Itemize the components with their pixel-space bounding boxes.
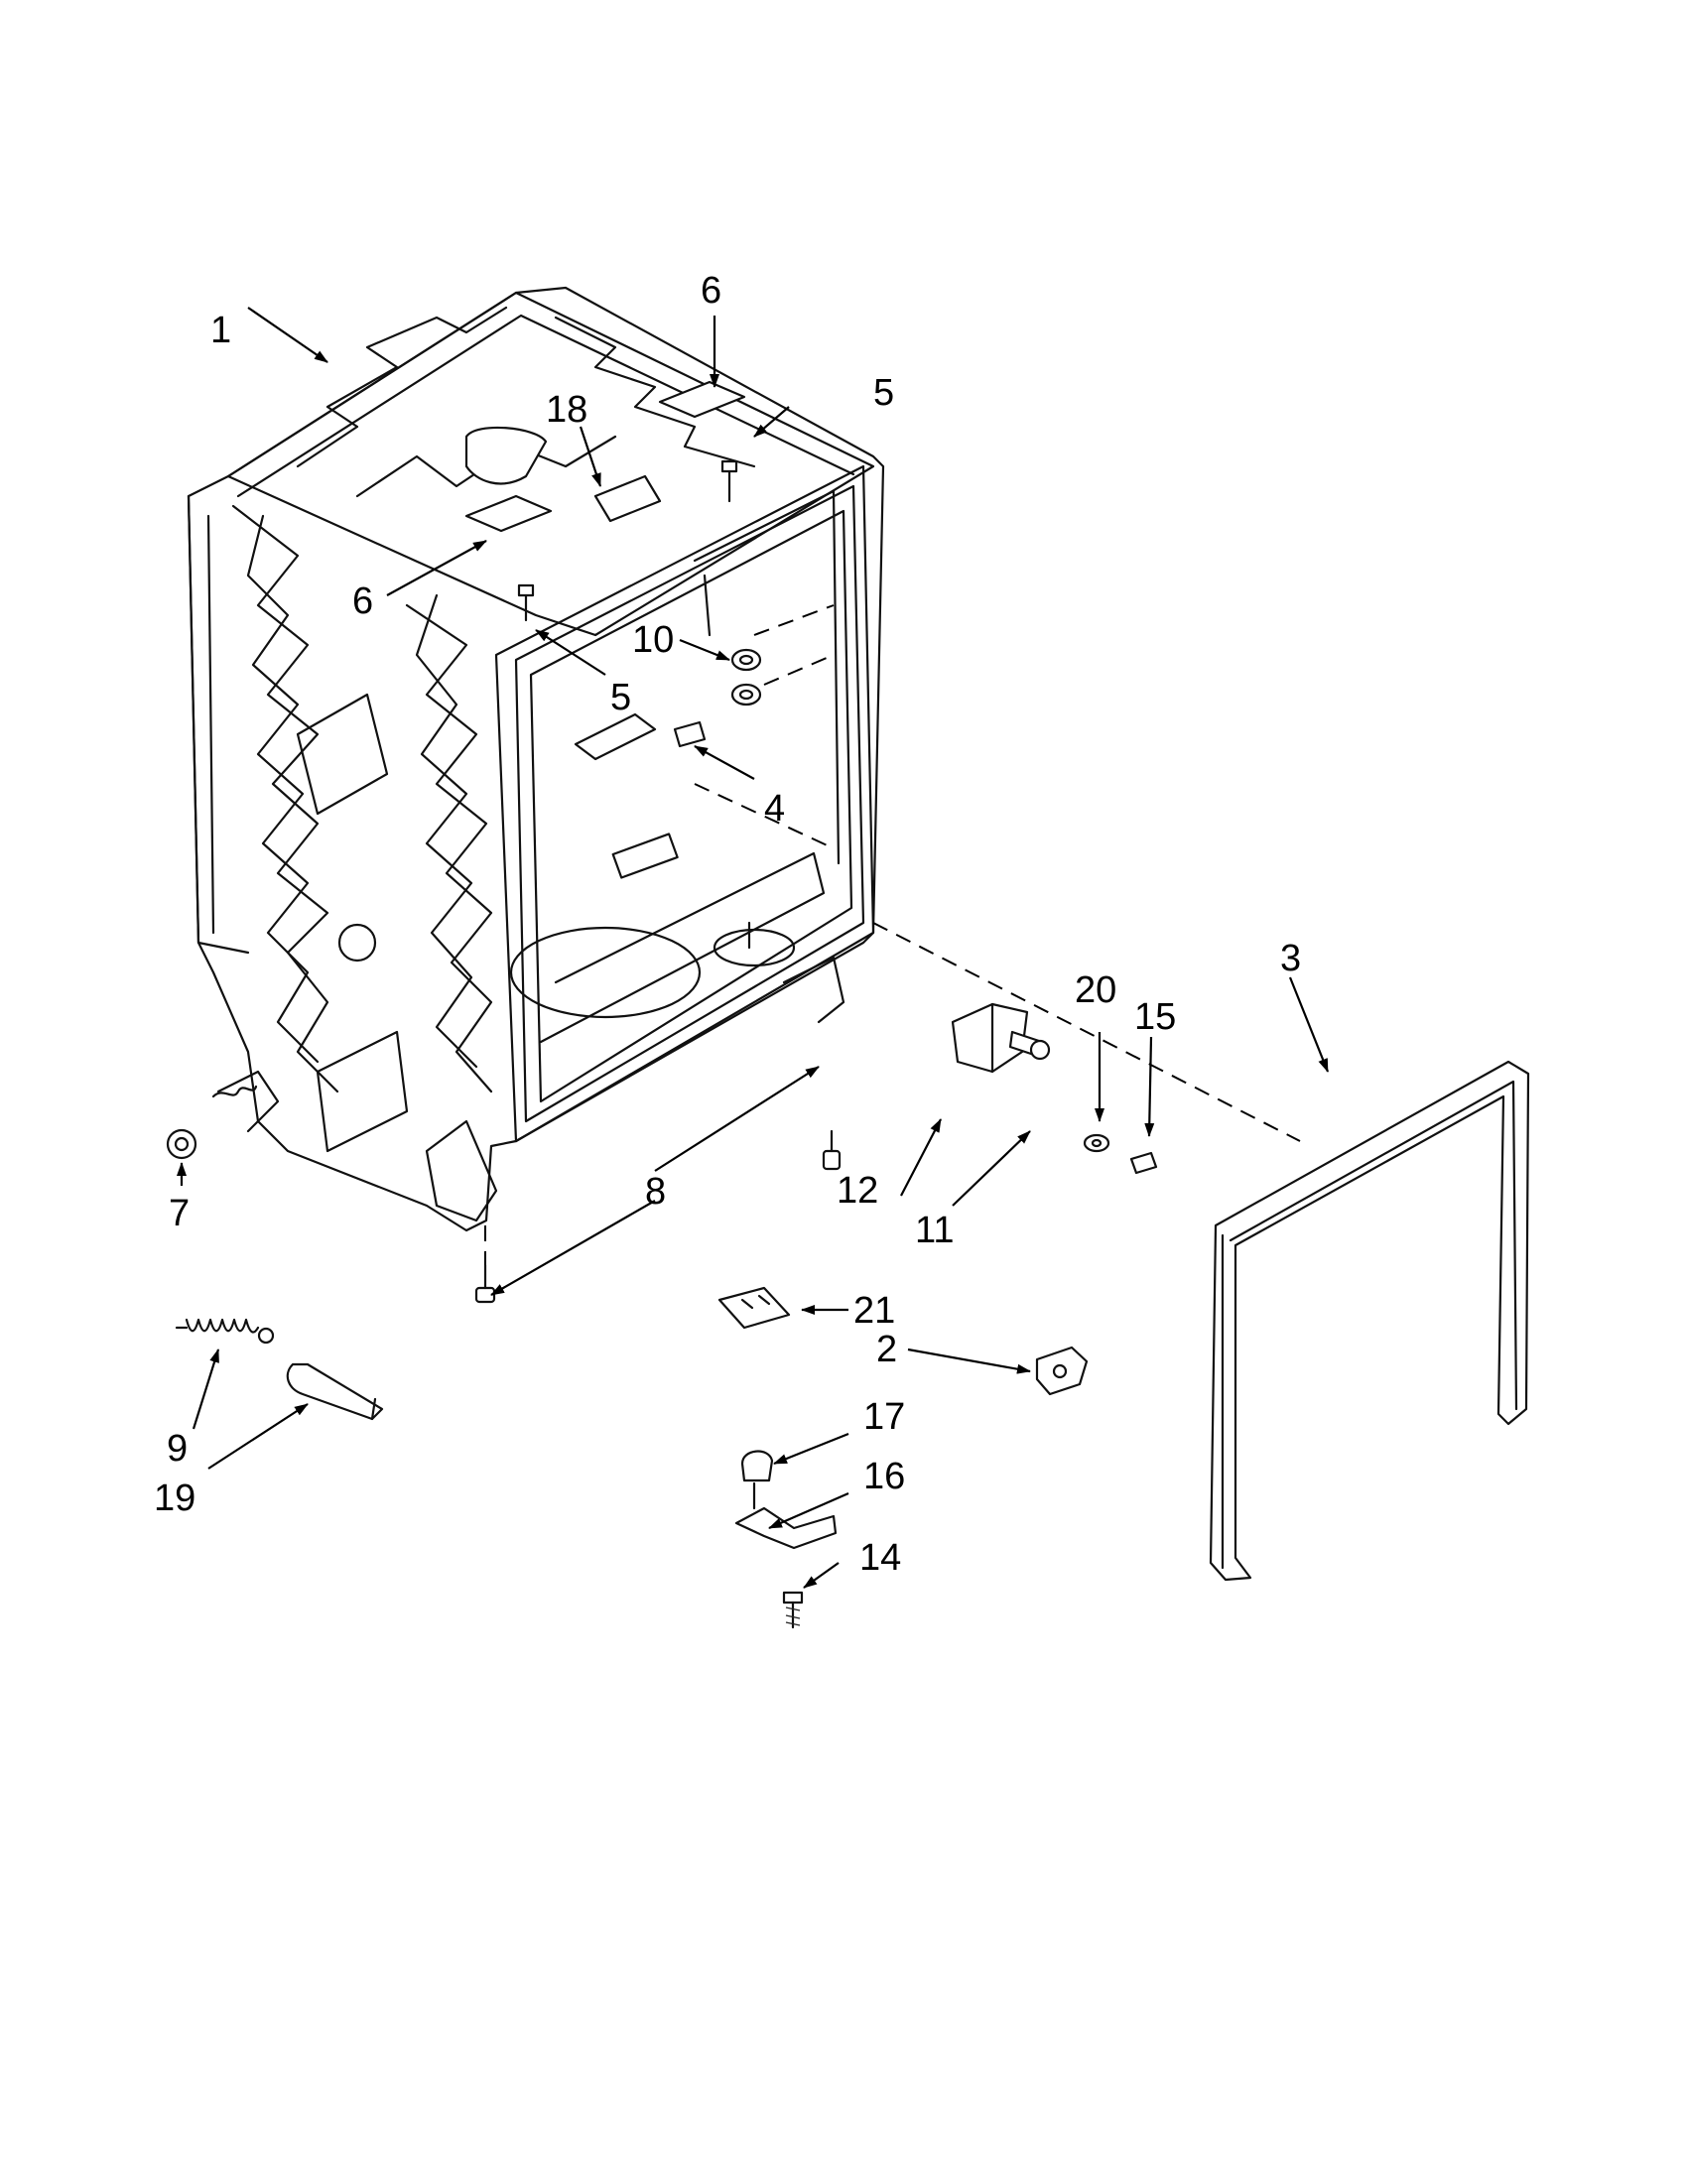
callout-1: 1 [210,310,231,351]
part-19-pad [286,1362,384,1421]
callout-8: 8 [645,1171,666,1213]
part-2-latch [1035,1346,1089,1396]
callout-14: 14 [859,1537,901,1579]
part-3-door-gasket [1209,1060,1530,1582]
part-20-washer [1083,1133,1110,1153]
callout-11: 11 [915,1210,954,1251]
part-11-screw [1008,1030,1051,1061]
part-16-bracket [734,1481,838,1550]
part-21-clip [717,1286,791,1330]
callout-12: 12 [837,1170,878,1212]
callout-15: 15 [1134,996,1176,1038]
callout-17: 17 [863,1396,905,1438]
callout-18: 18 [546,389,587,431]
tub-assembly [187,286,885,1304]
callout-6-top: 6 [701,270,721,312]
part-7-roller [166,1128,197,1160]
part-17-clip [740,1450,774,1482]
part-14-screw [782,1591,804,1629]
callout-4: 4 [764,788,785,830]
callout-21: 21 [853,1290,895,1332]
callout-6-left: 6 [352,580,373,622]
callout-10: 10 [632,619,674,661]
callout-labels: 1 6 5 18 6 5 10 4 7 8 12 11 20 15 3 21 2… [154,270,1301,1579]
part-15-screw [1129,1151,1158,1175]
callout-9: 9 [167,1428,188,1470]
assembly-centerlines [484,604,1301,1265]
leader-lines [177,307,1330,1589]
callout-20: 20 [1075,969,1116,1011]
callout-7: 7 [169,1193,190,1234]
callout-16: 16 [863,1456,905,1497]
callout-3: 3 [1280,938,1301,979]
callout-5-lower: 5 [610,677,631,718]
part-9-spring [175,1318,275,1345]
callout-2: 2 [876,1329,897,1370]
callout-5-top: 5 [873,372,894,414]
callout-19: 19 [154,1477,195,1519]
